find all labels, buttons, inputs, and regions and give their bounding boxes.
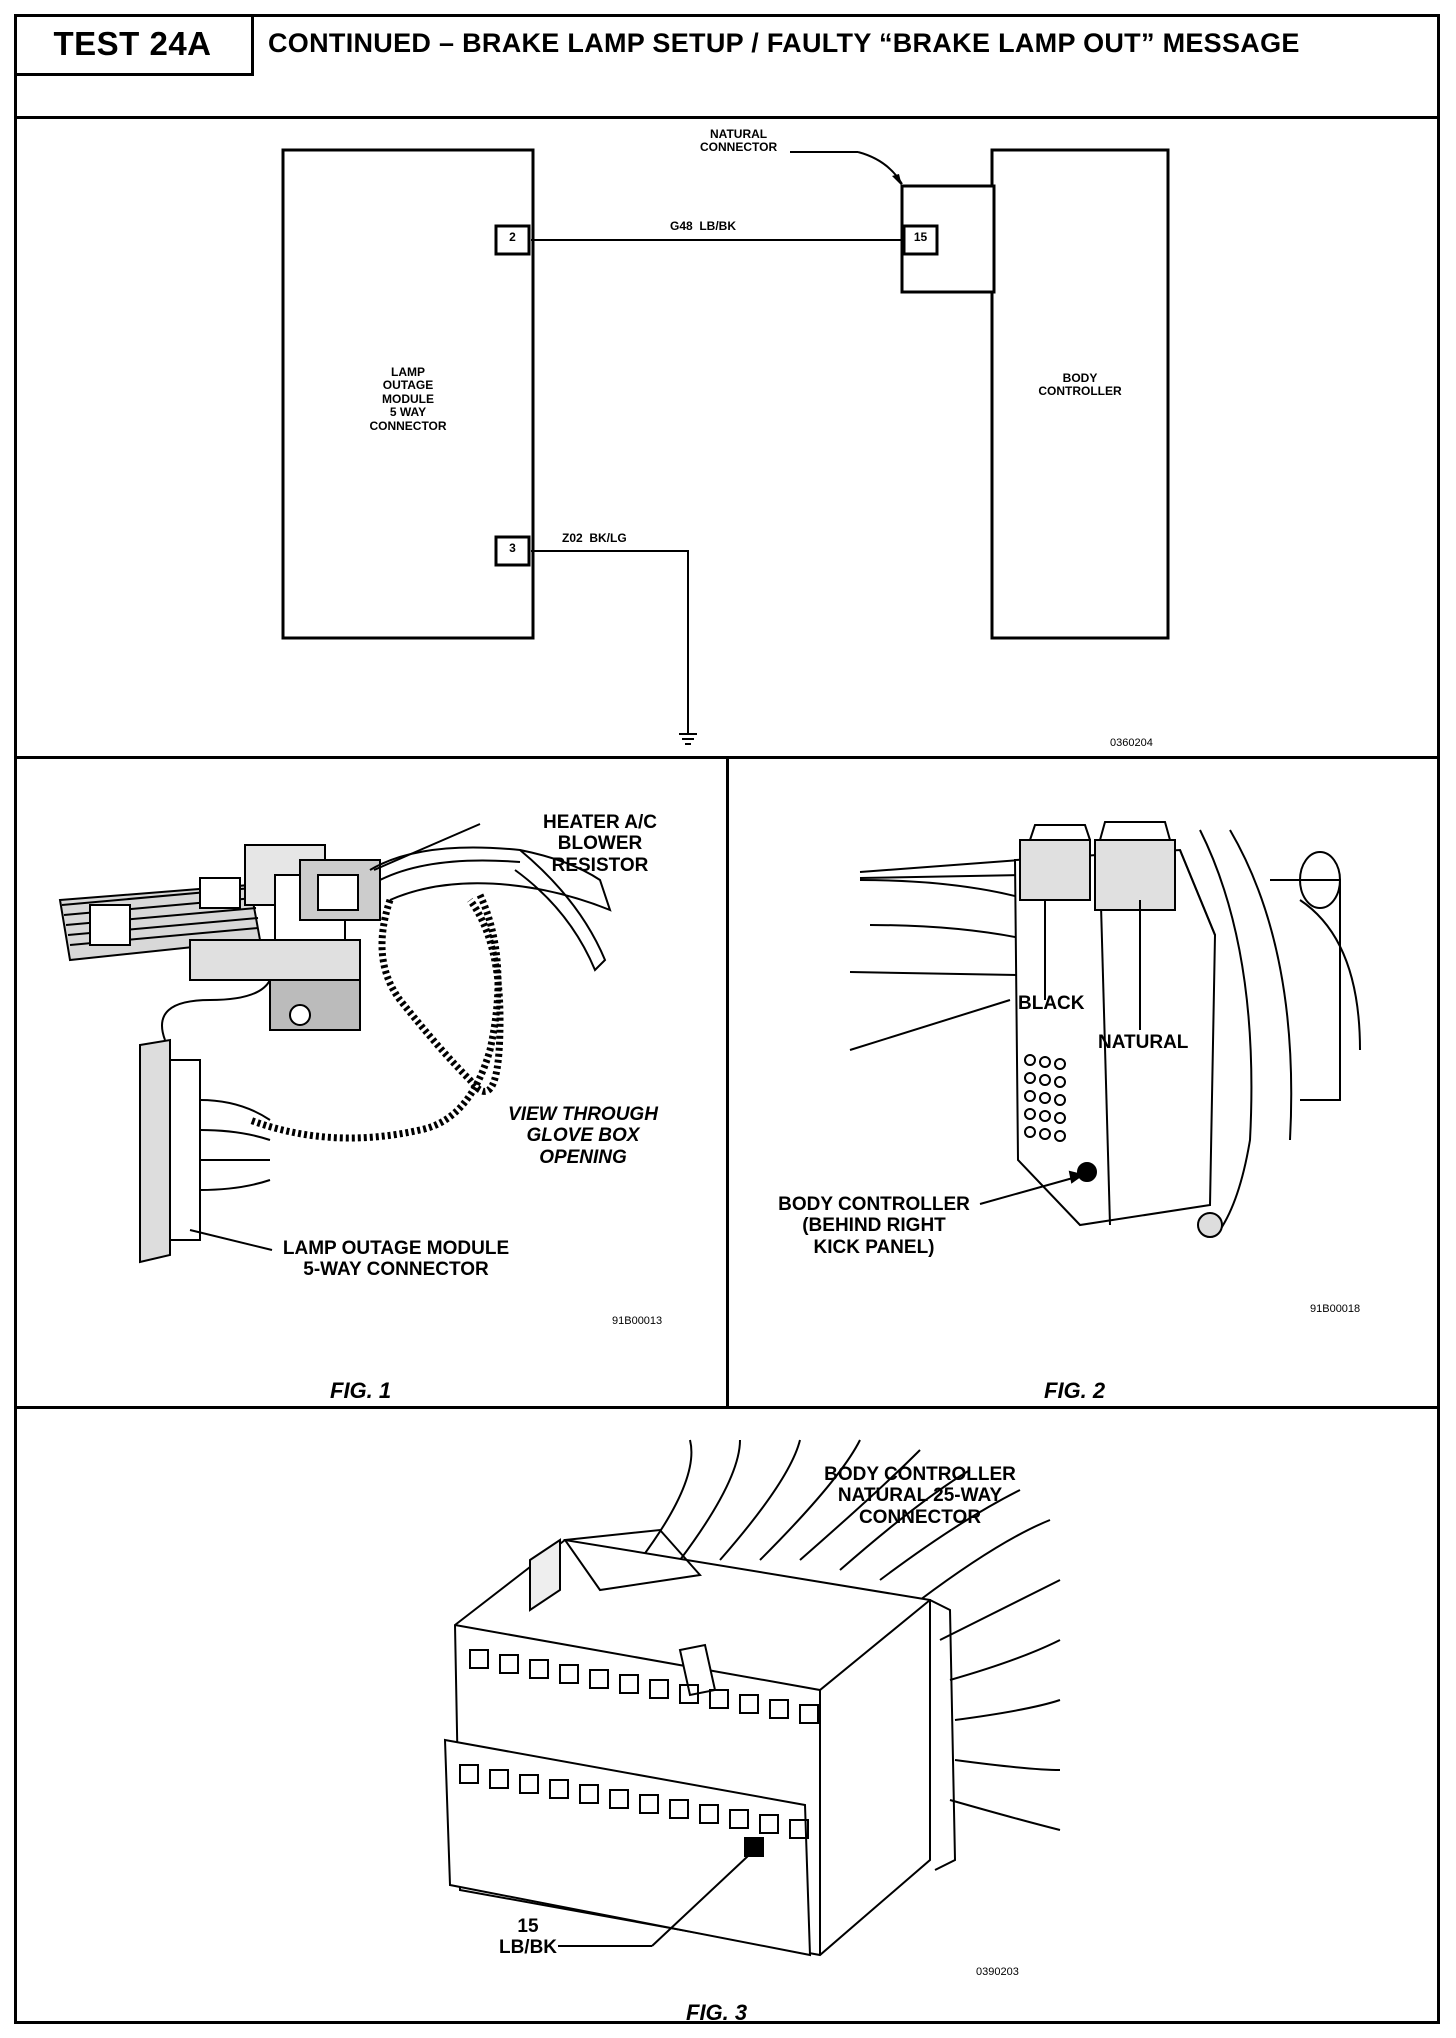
- lamp-module-label: LAMP OUTAGE MODULE 5 WAY CONNECTOR: [369, 365, 447, 433]
- ground-icon: [679, 733, 697, 745]
- fig2-body-controller-label: BODY CONTROLLER (BEHIND RIGHT KICK PANEL…: [778, 1194, 970, 1258]
- wire-z02-label: Z02 BK/LG: [562, 531, 627, 545]
- bolt-icon: [1077, 1162, 1097, 1182]
- fig3-caption: FIG. 3: [686, 2000, 748, 2025]
- upper-cavities: [469, 1649, 819, 1724]
- fig1-figure-code: 91B00013: [612, 1315, 663, 1327]
- pin-15-cavity: [744, 1837, 764, 1857]
- test-label: TEST 24A: [14, 14, 254, 76]
- fig2-figure-code: 91B00018: [1310, 1303, 1361, 1315]
- fig3-pin-label: 15 LB/BK: [498, 1916, 558, 1959]
- lower-cavities: [459, 1764, 809, 1839]
- arrow-head-icon: [892, 174, 902, 186]
- natural-connector-label: NATURAL CONNECTOR: [700, 127, 778, 155]
- fig3-connector-label: BODY CONTROLLER NATURAL 25-WAY CONNECTOR: [824, 1464, 1016, 1528]
- pin-3-label: 3: [509, 541, 516, 555]
- schematic-figure-code: 0360204: [1110, 737, 1153, 749]
- pin-2-label: 2: [509, 230, 516, 244]
- fig1-heater-label: HEATER A/C BLOWER RESISTOR: [543, 812, 657, 876]
- pin-15-box: [902, 224, 939, 256]
- fig1-caption: FIG. 1: [330, 1378, 392, 1403]
- fig3-figure-code: 0390203: [976, 1966, 1019, 1978]
- fig2-caption: FIG. 2: [1044, 1378, 1106, 1403]
- pin-15-label: 15: [913, 230, 928, 244]
- fig1-lamp-module-label: LAMP OUTAGE MODULE 5-WAY CONNECTOR: [282, 1238, 510, 1281]
- header-divider: [14, 116, 1440, 119]
- page-title: CONTINUED – BRAKE LAMP SETUP / FAULTY “B…: [268, 28, 1300, 58]
- pin-2-box: [494, 224, 531, 256]
- pin-3-box: [494, 535, 531, 567]
- fig-row-divider: [14, 1406, 1440, 1409]
- page-frame: [14, 14, 1440, 2024]
- wire-z02: [531, 550, 689, 734]
- vent-holes: [1024, 1054, 1066, 1142]
- body-controller-box: [990, 148, 1170, 640]
- lamp-outage-module-box: [281, 148, 535, 640]
- fig-column-divider: [726, 756, 729, 1408]
- fig2-black-label: BLACK: [1018, 993, 1085, 1014]
- wire-g48-label: G48 LB/BK: [670, 219, 737, 233]
- fig1-view-label: VIEW THROUGH GLOVE BOX OPENING: [508, 1104, 658, 1168]
- fig2-natural-label: NATURAL: [1098, 1032, 1189, 1053]
- body-controller-label: BODY CONTROLLER: [1038, 371, 1122, 399]
